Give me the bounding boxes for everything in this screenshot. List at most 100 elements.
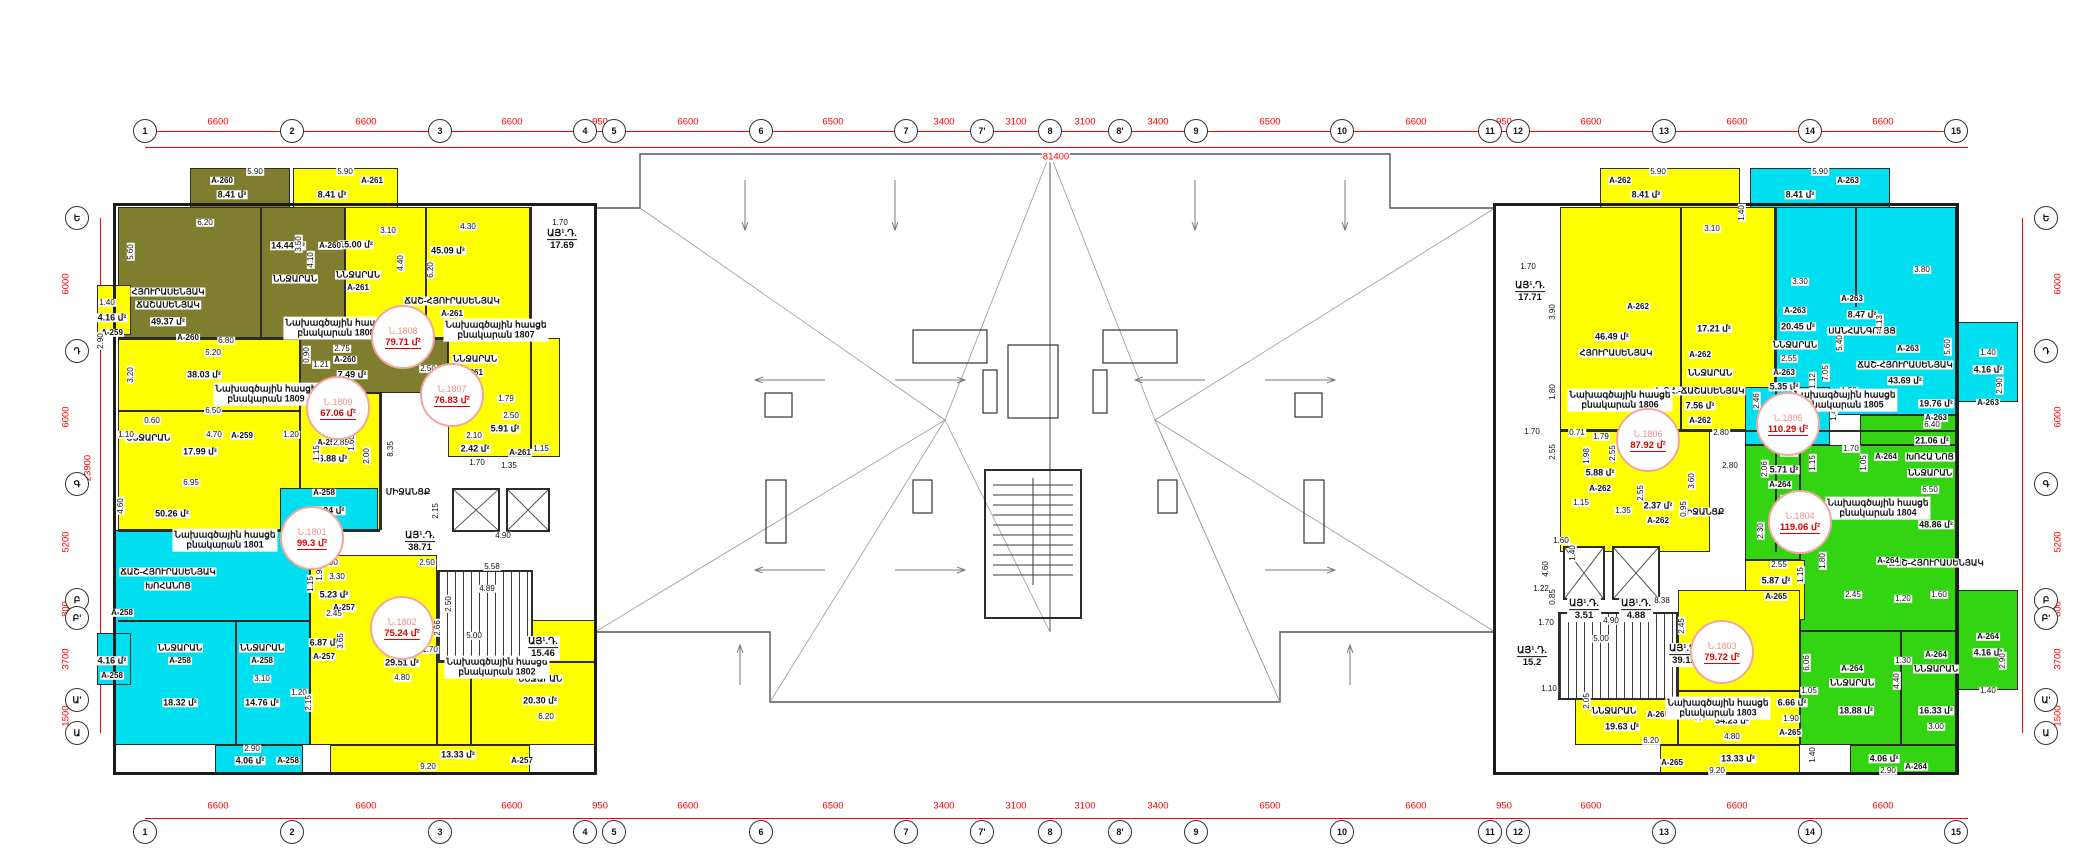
dimension-label: 3.10 <box>1703 223 1721 234</box>
axis-dimension-text: 6500 <box>1258 116 1282 128</box>
dimension-label: 3.00 <box>1927 721 1945 732</box>
dimension-label: 3.20 <box>125 366 136 384</box>
interior-wall <box>1575 690 1800 692</box>
room-area-label: 13.33 մ² <box>440 749 476 760</box>
dimension-label: 2.15 <box>430 502 441 520</box>
dimension-label: 1.12 <box>1807 372 1818 390</box>
room-area-label: 29.51 մ² <box>384 657 420 668</box>
dimension-label: 3.10 <box>379 225 397 236</box>
room-area-label: 16.33 մ² <box>1918 705 1954 716</box>
room-area-label: 19.63 մ² <box>1604 721 1640 732</box>
room-code-label: A-261 <box>360 175 384 186</box>
staircase <box>1558 612 1678 700</box>
grid-axis-top: 7' <box>970 119 994 143</box>
axis-dimension-text: 6500 <box>821 800 845 812</box>
room-area-label: 19.76 մ² <box>1918 398 1954 409</box>
apartment-region <box>1956 322 2018 402</box>
dimension-label: 3.65 <box>335 632 346 650</box>
room-name-label: ՆՆՋԱՐԱՆ <box>451 353 499 364</box>
dimension-label: 6.95 <box>182 477 200 488</box>
axis-dimension-text: 6600 <box>1871 116 1895 128</box>
interior-wall <box>260 207 262 338</box>
dimension-label: 2.45 <box>1676 617 1687 635</box>
room-name-label: ՆՆՋԱՐԱՆ <box>1590 705 1638 716</box>
room-code-label: A-263 <box>1840 293 1864 304</box>
axis-dimension-text: 6600 <box>354 116 378 128</box>
axis-dimension-text: 6600 <box>1871 800 1895 812</box>
right-wing-outline <box>1493 203 1959 775</box>
room-name-label: ՆՆՋԱՐԱՆ <box>1828 677 1876 688</box>
dimension-label: 6.20 <box>425 261 436 279</box>
interior-wall <box>235 620 237 745</box>
room-code-label: A-262 <box>1688 349 1712 360</box>
room-area-label: 5.88 մ² <box>1584 467 1616 478</box>
dimension-label: 2.55 <box>1547 443 1558 461</box>
interior-wall <box>1775 207 1777 552</box>
grid-axis-right: Ա <box>2034 721 2058 745</box>
grid-axis-bottom: 12 <box>1506 820 1530 844</box>
room-name-label: ՆՆՋԱՐԱՆ <box>516 673 564 684</box>
dimension-label: 2.10 <box>465 430 483 441</box>
axis-dimension-line <box>145 818 1968 819</box>
common-area-label: ԱՅ¹.Դ.4.88 <box>1619 598 1653 622</box>
grid-axis-left: Բ' <box>65 606 89 630</box>
room-area-label: 49.37 մ² <box>150 316 186 327</box>
grid-axis-bottom: 15 <box>1944 820 1968 844</box>
dimension-label: 4.80 <box>393 672 411 683</box>
dimension-label: 1.60 <box>1930 589 1948 600</box>
room-area-label: 18.88 մ² <box>1838 705 1874 716</box>
grid-axis-top: 5 <box>602 119 626 143</box>
room-name-label: ՆՆՋԱՐԱՆ <box>1686 367 1734 378</box>
axis-dimension-text: 3700 <box>2052 647 2064 671</box>
axis-dimension-text: 3400 <box>1146 800 1170 812</box>
axis-dimension-text: 3100 <box>1073 116 1097 128</box>
axis-dimension-text: 6600 <box>1579 116 1603 128</box>
grid-axis-bottom: 9 <box>1184 820 1208 844</box>
room-area-label: 17.21 մ² <box>1696 323 1732 334</box>
dimension-label: 1.70 <box>1537 617 1555 628</box>
room-area-label: 38.03 մ² <box>186 369 222 380</box>
room-area-label: 14.44 մ² <box>270 240 306 251</box>
room-code-label: A-261 <box>346 282 370 293</box>
dimension-label: 6.20 <box>1642 735 1660 746</box>
grid-axis-bottom: 10 <box>1330 820 1354 844</box>
overall-width-dimension: 81400 <box>1041 151 1071 163</box>
dimension-label: 5.00 <box>465 630 483 641</box>
dimension-label: 9.20 <box>1708 765 1726 776</box>
room-name-label: ՀՅՈՒՐԱՍԵՆՅԱԿ <box>130 286 206 297</box>
dimension-label: 1.90 <box>1782 713 1800 724</box>
room-area-label: 15.00 մ² <box>338 239 374 250</box>
dimension-label: 1.10 <box>117 429 135 440</box>
dimension-label: 1.35 <box>1614 505 1632 516</box>
grid-axis-right: Ա' <box>2034 688 2058 712</box>
room-code-label: A-264 <box>1976 631 2000 642</box>
dimension-label: 4.10 <box>305 251 316 269</box>
dimension-label: 2.80 <box>1721 460 1739 471</box>
room-area-label: 4.16 մ² <box>96 655 128 666</box>
dimension-label: 4.90 <box>1602 615 1620 626</box>
room-code-label: A-263 <box>1896 343 1920 354</box>
room-code-label: A-257 <box>510 755 534 766</box>
dimension-label: 2.90 <box>1997 652 2008 670</box>
grid-axis-right: Բ' <box>2034 606 2058 630</box>
dimension-label: 2.50 <box>419 363 437 374</box>
grid-axis-top: 8 <box>1038 119 1062 143</box>
room-area-label: 13.33 մ² <box>1720 753 1756 764</box>
axis-dimension-text: 6600 <box>354 800 378 812</box>
dimension-label: 5.90 <box>246 166 264 177</box>
dimension-label: 5.58 <box>483 561 501 572</box>
dimension-label: 6.50 <box>204 405 222 416</box>
room-code-label: A-261 <box>440 308 464 319</box>
dimension-label: 0.71 <box>1568 427 1586 438</box>
grid-axis-left: Ա <box>65 721 89 745</box>
dimension-label: 4.80 <box>1723 731 1741 742</box>
axis-dimension-text: 3100 <box>1004 116 1028 128</box>
room-code-label: A-265 <box>1764 591 1788 602</box>
axis-dimension-text: 3700 <box>60 647 72 671</box>
room-name-label: ՄԻՋԱՆՑՔ <box>384 486 432 497</box>
